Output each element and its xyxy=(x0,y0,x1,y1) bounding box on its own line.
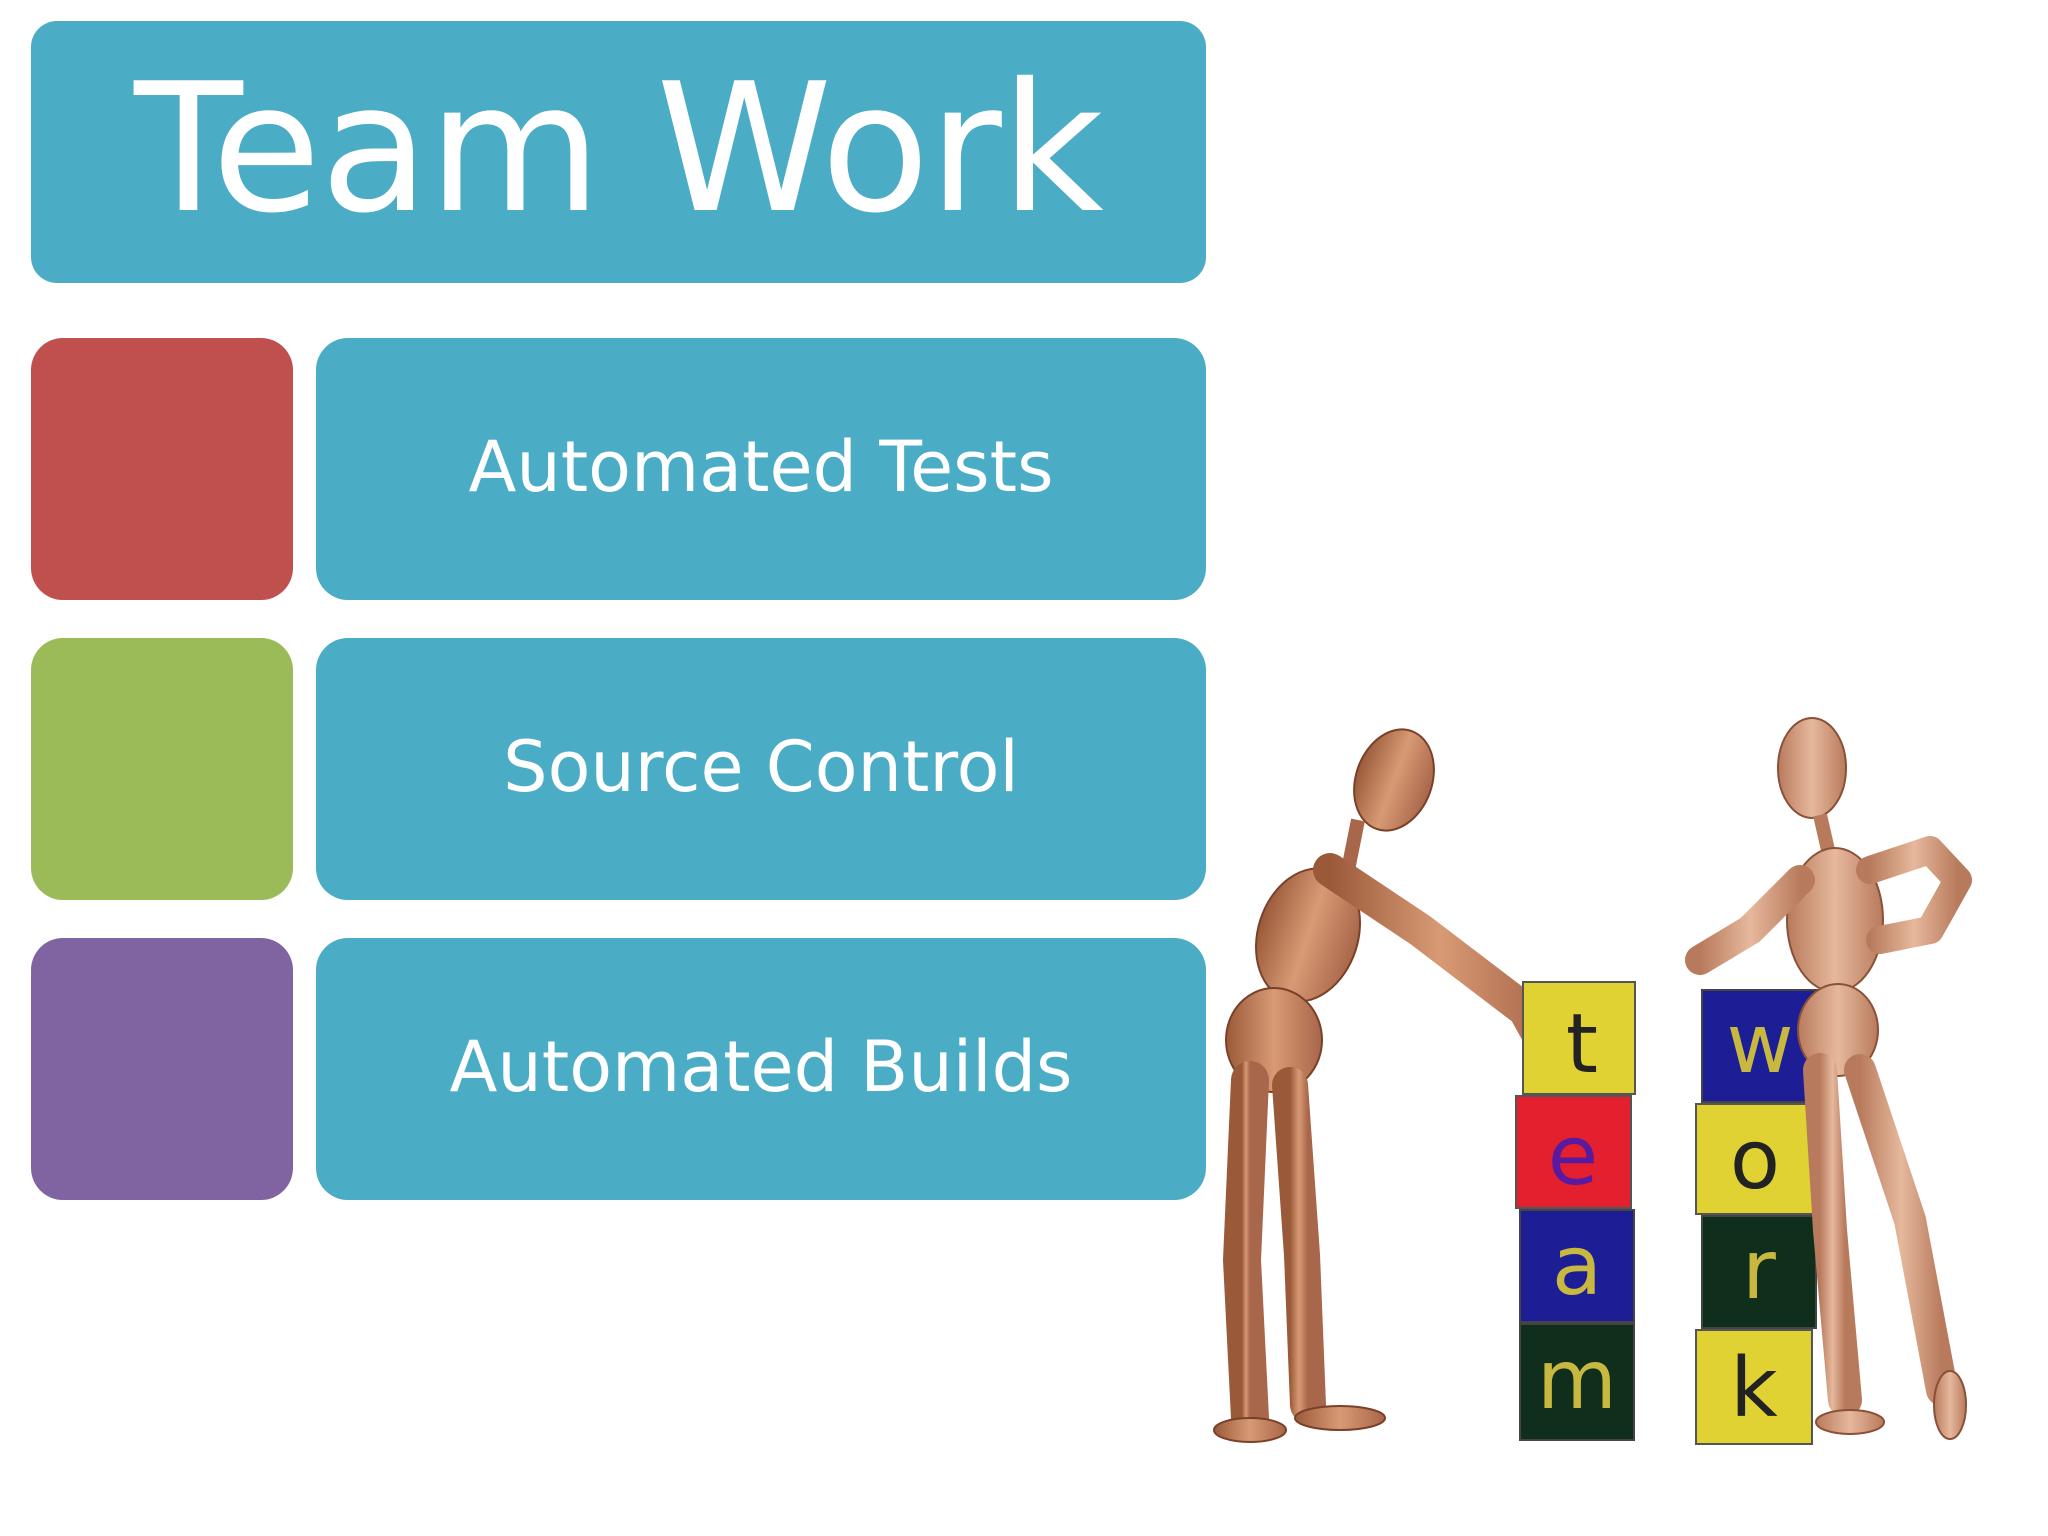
item-automated-builds: Automated Builds xyxy=(316,938,1206,1200)
teamwork-illustration: t e a m w o r k xyxy=(1213,717,1972,1445)
block-stack-team: t e a m xyxy=(1515,981,1636,1441)
block-letter: a xyxy=(1552,1219,1602,1314)
block-letter: o xyxy=(1730,1113,1780,1208)
left-mannequin xyxy=(1213,728,1568,1443)
block-letter: w xyxy=(1726,997,1793,1092)
swatch-purple xyxy=(31,938,293,1200)
block-letter: t xyxy=(1566,997,1598,1092)
block-letter: e xyxy=(1548,1109,1598,1204)
slide-title: Team Work xyxy=(31,21,1206,283)
block-letter: k xyxy=(1730,1341,1778,1436)
item-source-control: Source Control xyxy=(316,638,1206,900)
block-letter: r xyxy=(1742,1223,1776,1318)
item-automated-tests: Automated Tests xyxy=(316,338,1206,600)
block-stack-work: w o r k xyxy=(1695,989,1818,1445)
right-mannequin xyxy=(1685,717,1972,1440)
swatch-red xyxy=(31,338,293,600)
swatch-green xyxy=(31,638,293,900)
block-letter: m xyxy=(1537,1333,1617,1428)
